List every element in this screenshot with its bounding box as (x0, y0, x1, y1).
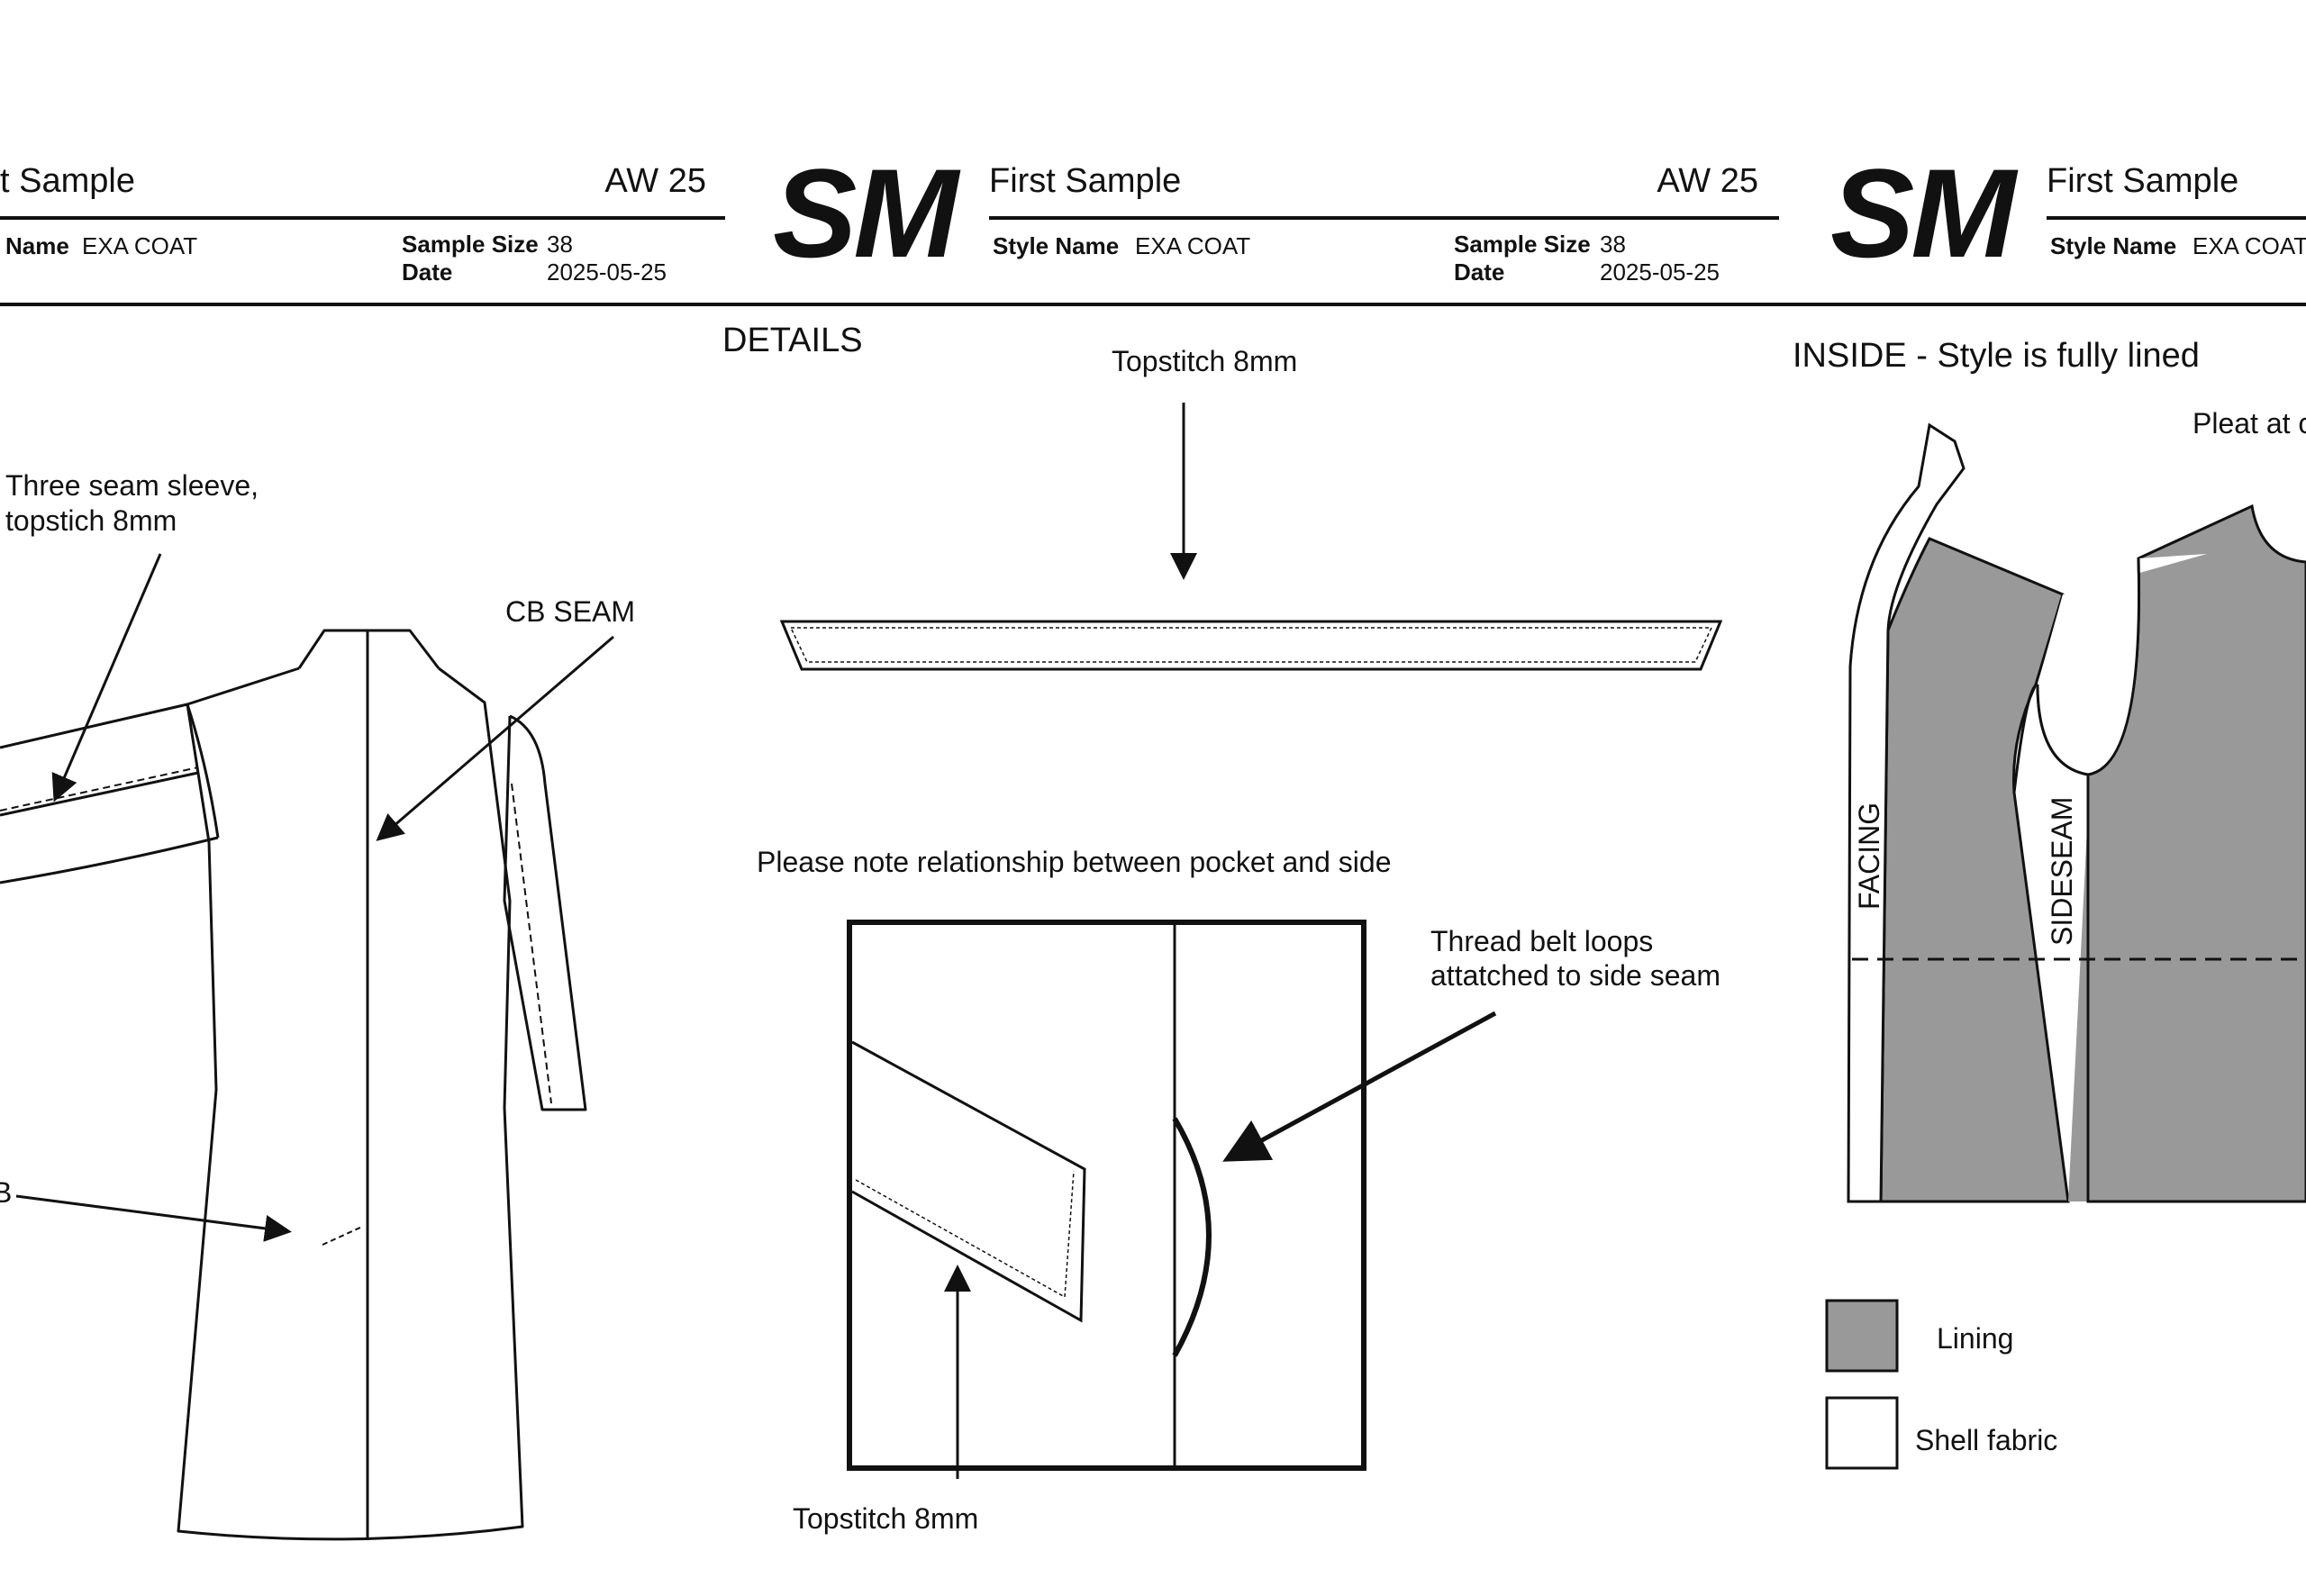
sample-size-label: Sample Size (1454, 231, 1591, 258)
pocket-note: Please note relationship between pocket … (757, 846, 1391, 878)
season-label: AW 25 (604, 162, 706, 200)
sample-title: First Sample (2047, 162, 2238, 200)
cb-seam-arrow (376, 635, 614, 841)
sample-size-value: 38 (1600, 231, 1626, 258)
legend-label-shell: Shell fabric (1915, 1424, 2057, 1456)
sleeve-note-line1: Three seam sleeve, (5, 469, 259, 502)
style-name-label: Name (5, 232, 69, 259)
partial-label: B (0, 1176, 12, 1209)
header-block-3: First Sample Style Name EXA COAT (2047, 162, 2306, 259)
season-label: AW 25 (1657, 162, 1758, 200)
sample-size-value: 38 (547, 231, 573, 258)
pocket-topstitch-label: Topstitch 8mm (793, 1502, 978, 1535)
pocket-detail-drawing (847, 920, 1366, 1471)
sideseam-label: SIDESEAM (2046, 797, 2078, 946)
header-block-2: First Sample AW 25 Style Name EXA COAT S… (989, 162, 1779, 286)
pleat-note: Pleat at c (2193, 407, 2306, 440)
belt-drawing (779, 620, 1723, 671)
sample-title: t Sample (0, 162, 135, 200)
legend-swatch-lining (1825, 1299, 1899, 1373)
details-heading: DETAILS (722, 322, 863, 359)
inside-heading: INSIDE - Style is fully lined (1793, 337, 2200, 375)
coat-back-drawing (0, 629, 587, 1541)
inside-lining-drawing (1847, 422, 2306, 1203)
legend-label-lining: Lining (1937, 1322, 2013, 1355)
header-block-1: t Sample AW 25 Name EXA COAT Sample Size… (0, 162, 725, 286)
date-label: Date (1454, 258, 1504, 286)
style-name-label: Style Name (2050, 232, 2176, 259)
brand-logo: SM (773, 142, 961, 284)
style-name-value: EXA COAT (82, 232, 197, 259)
legend: Lining Shell fabric (1825, 1299, 2057, 1470)
style-name-value: EXA COAT (2193, 232, 2306, 259)
style-name-label: Style Name (993, 232, 1119, 259)
legend-swatch-shell (1825, 1396, 1899, 1470)
sleeve-note-line2: topstich 8mm (5, 504, 177, 537)
facing-label: FACING (1853, 803, 1885, 910)
loop-arrow (1222, 1011, 1497, 1162)
brand-logo-2: SM (1830, 142, 2019, 284)
date-value: 2025-05-25 (547, 258, 667, 286)
partial-arrow (15, 1194, 292, 1242)
loop-note-line1: Thread belt loops (1430, 925, 1653, 957)
sample-title: First Sample (989, 162, 1181, 200)
style-name-value: EXA COAT (1135, 232, 1250, 259)
sleeve-arrow (51, 553, 162, 803)
cb-seam-label: CB SEAM (505, 595, 635, 628)
date-label: Date (402, 258, 452, 286)
loop-note-line2: attatched to side seam (1430, 959, 1720, 992)
belt-topstitch-label: Topstitch 8mm (1112, 345, 1297, 377)
date-value: 2025-05-25 (1600, 258, 1720, 286)
sample-size-label: Sample Size (402, 231, 539, 258)
